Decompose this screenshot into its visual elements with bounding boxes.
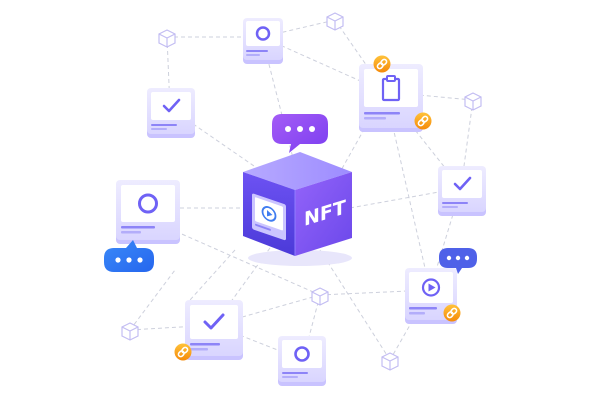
play-icon — [421, 278, 441, 297]
checkmark-icon — [453, 176, 472, 191]
circle-card — [278, 336, 326, 386]
circle-icon — [294, 346, 310, 362]
wireframe-cube-icon — [464, 92, 482, 111]
checkmark-card — [185, 300, 243, 360]
chain-link-icon — [173, 342, 193, 362]
chain-link-icon — [372, 54, 392, 74]
circle-card — [243, 18, 283, 64]
wireframe-cube-icon — [326, 12, 344, 31]
clipboard-icon — [381, 75, 401, 102]
wireframe-cube-icon — [158, 29, 176, 48]
chain-link-icon — [413, 111, 433, 131]
nft-cube-icon: NFT — [243, 152, 352, 266]
play-icon — [261, 206, 277, 222]
checkmark-card — [438, 166, 486, 216]
checkmark-icon — [203, 313, 225, 330]
checkmark-card — [147, 88, 195, 138]
chain-link-icon — [442, 303, 462, 323]
circle-icon — [255, 26, 271, 41]
checkmark-icon — [162, 98, 181, 113]
circle-card — [116, 180, 180, 244]
wireframe-cube-icon — [381, 352, 399, 371]
wireframe-cube-icon — [121, 322, 139, 341]
chat-bubble-icon — [272, 114, 328, 153]
clipboard-card — [359, 64, 423, 132]
chat-bubble-icon — [439, 248, 477, 274]
wireframe-cube-icon — [311, 287, 329, 306]
circle-icon — [138, 193, 158, 214]
chat-bubble-icon — [104, 240, 154, 272]
